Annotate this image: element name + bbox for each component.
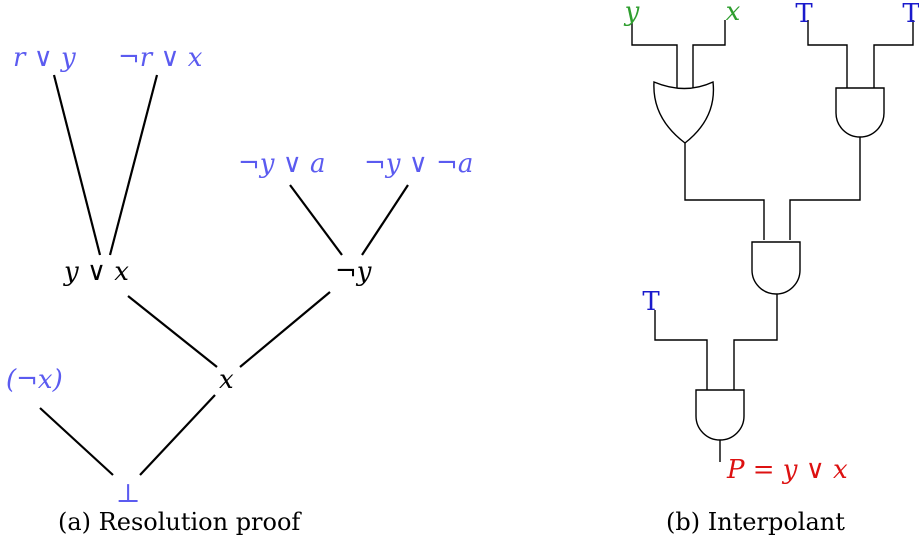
empty-clause: ⊥ xyxy=(116,479,140,509)
proof-edge xyxy=(108,74,159,256)
and-gate xyxy=(695,389,745,441)
resolution-proof: r ∨ y ¬r ∨ x ¬y ∨ a ¬y ∨ ¬a y ∨ x ¬y x (… xyxy=(6,43,473,536)
wire xyxy=(654,310,708,390)
proof-edge xyxy=(289,184,343,256)
output-label: P = y ∨ x xyxy=(726,455,848,485)
clause-not-y-or-a: ¬y ∨ a xyxy=(238,149,326,179)
proof-edge xyxy=(361,184,409,256)
proof-edge xyxy=(239,291,331,368)
clause-not-x: (¬x) xyxy=(6,365,63,395)
interpolant-circuit: y x T T T P = y ∨ x (b) Interpolant xyxy=(624,0,919,536)
input-true: T xyxy=(642,287,660,317)
wire xyxy=(692,20,726,95)
caption-interpolant: (b) Interpolant xyxy=(666,508,845,536)
wire xyxy=(684,143,765,240)
input-x: x xyxy=(726,0,741,27)
proof-edge xyxy=(52,74,102,256)
proof-edge xyxy=(139,394,216,476)
clause-x: x xyxy=(219,365,234,395)
proof-edge xyxy=(39,407,114,476)
and-gate xyxy=(751,241,801,295)
input-y: y xyxy=(624,0,640,27)
input-true: T xyxy=(795,0,813,29)
clause-y-or-x: y ∨ x xyxy=(63,257,129,287)
proof-edge xyxy=(127,295,218,368)
clause-not-r-or-x: ¬r ∨ x xyxy=(118,43,203,73)
clause-r-or-y: r ∨ y xyxy=(13,43,76,73)
wire xyxy=(807,20,848,95)
wire xyxy=(789,137,861,240)
wire xyxy=(631,20,678,95)
clause-not-y: ¬y xyxy=(335,257,372,287)
clause-not-y-or-not-a: ¬y ∨ ¬a xyxy=(364,149,473,179)
wire xyxy=(873,20,914,95)
input-true: T xyxy=(902,0,919,29)
caption-resolution-proof: (a) Resolution proof xyxy=(58,508,302,536)
and-gate xyxy=(835,87,885,138)
wire xyxy=(733,294,778,390)
or-gate xyxy=(653,80,715,144)
